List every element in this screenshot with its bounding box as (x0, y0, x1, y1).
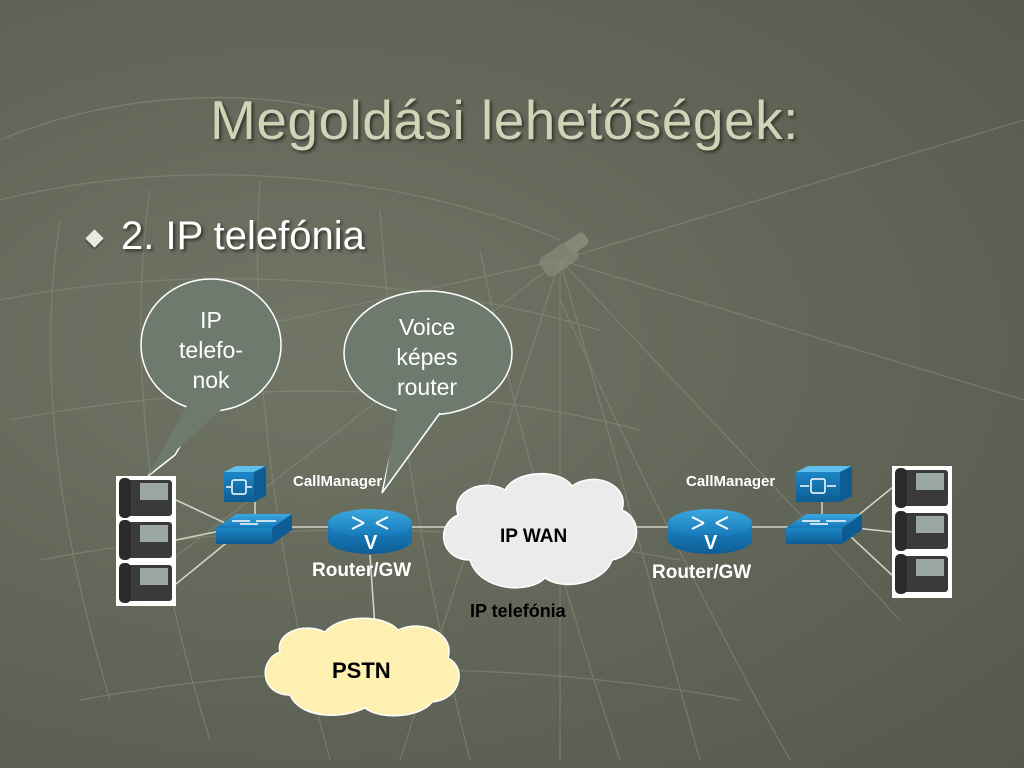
pstn-cloud (264, 617, 460, 717)
callout-voice-router-text: Voice képes router (372, 312, 482, 402)
callout-ip-phones-text: IP telefo- nok (163, 305, 259, 395)
callout-line: IP (200, 307, 222, 333)
callout-line: Voice (398, 314, 456, 340)
switch-icon-right (786, 514, 862, 544)
ip-phone-icon (895, 554, 948, 594)
callout-line: router (396, 374, 458, 400)
ip-phone-icon (119, 520, 172, 560)
callout-line: képes (396, 344, 458, 370)
callmanager-label-right: CallManager (686, 473, 776, 490)
ip-phone-stack-left (116, 476, 176, 606)
ip-wan-label: IP WAN (500, 526, 568, 547)
router-badge-left: V (364, 532, 378, 554)
bullet-item: 2. IP telefónia (85, 214, 365, 259)
router-gw-label-right: Router/GW (652, 562, 752, 583)
callout-voice-router (343, 290, 513, 494)
ip-phone-icon (895, 468, 948, 508)
callout-line: telefo- (179, 337, 243, 363)
callout-line: nok (192, 367, 230, 393)
ip-phone-icon (119, 563, 172, 603)
dish-feed-horn (539, 232, 589, 277)
callmanager-server-icon-right (796, 466, 852, 502)
callmanager-server-icon-left (224, 466, 266, 502)
ip-phone-stack-right (892, 466, 952, 598)
ip-phone-icon (119, 478, 172, 518)
voice-router-icon-right (668, 509, 752, 554)
page-title: Megoldási lehetőségek: (210, 89, 799, 151)
voice-router-icon-left (328, 509, 412, 554)
router-badge-right: V (704, 532, 718, 554)
ip-phone-icon (895, 511, 948, 551)
callmanager-label-left: CallManager (293, 473, 383, 490)
router-gw-label-left: Router/GW (312, 560, 412, 581)
pstn-label: PSTN (332, 658, 391, 683)
bullet-text: 2. IP telefónia (121, 214, 365, 258)
callout-ip-phones (140, 278, 282, 477)
switch-icon-left (216, 514, 292, 544)
ip-wan-cloud (442, 473, 638, 589)
ip-telefonia-label: IP telefónia (470, 601, 566, 621)
